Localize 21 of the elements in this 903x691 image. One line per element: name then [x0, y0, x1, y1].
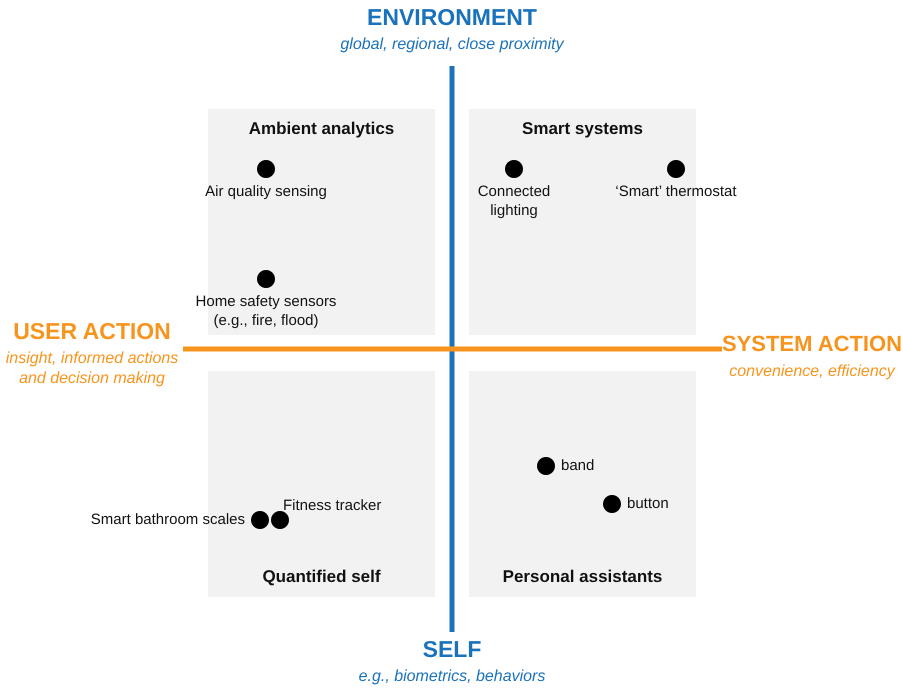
point-label: button [627, 494, 669, 513]
axis-subtitle: e.g., biometrics, behaviors [358, 667, 546, 687]
point-label: Smart bathroom scales [90, 510, 245, 529]
axis-title: SYSTEM ACTION [720, 331, 903, 357]
quadrant-title: Smart systems [521, 119, 644, 139]
point-label: Fitness tracker [283, 496, 382, 515]
axis-subtitle: global, regional, close proximity [339, 35, 566, 55]
point-label: Connected lighting [476, 182, 552, 220]
quadrant-panel [469, 371, 696, 597]
point-label: Home safety sensors (e.g., fire, flood) [194, 292, 338, 330]
point-label: ‘Smart’ thermostat [614, 182, 738, 201]
axis-title: USER ACTION [12, 318, 172, 345]
axis-subtitle: convenience, efficiency [728, 362, 896, 382]
quadrant-title: Ambient analytics [248, 119, 396, 139]
quadrant-title: Quantified self [261, 567, 382, 587]
axis-title: ENVIRONMENT [366, 4, 538, 31]
point-label: band [561, 456, 594, 475]
quadrant-title: Personal assistants [502, 567, 664, 587]
axis-title: SELF [422, 636, 482, 663]
point-label: Air quality sensing [204, 182, 328, 201]
axis-subtitle: insight, informed actions and decision making [4, 349, 180, 389]
